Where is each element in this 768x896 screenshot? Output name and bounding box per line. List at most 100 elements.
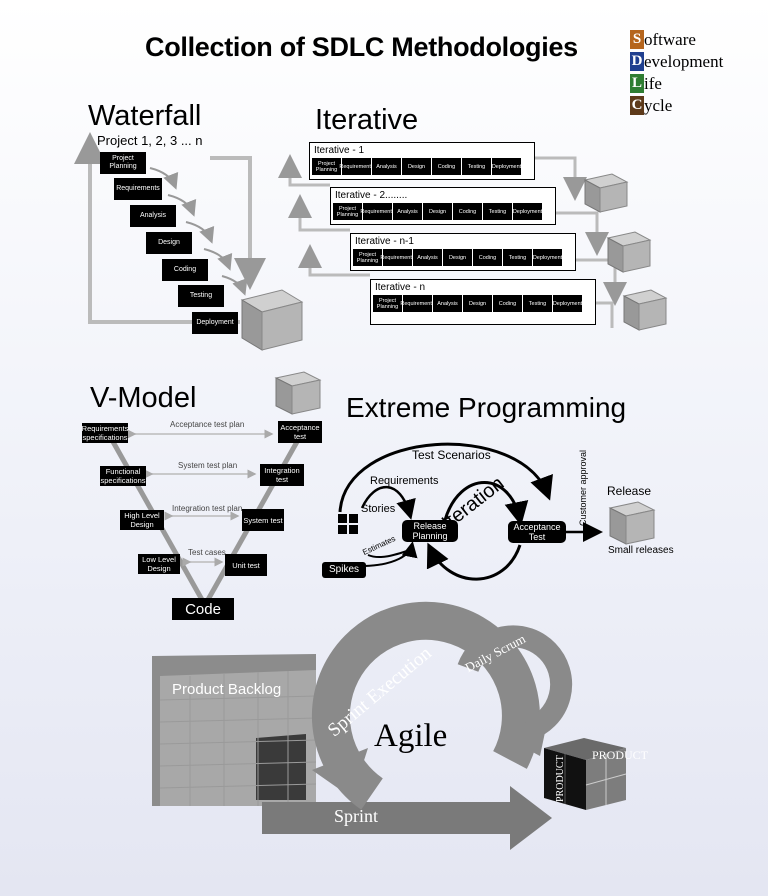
waterfall-cube-icon xyxy=(240,289,304,351)
iteration-title: Iterative - 1 xyxy=(314,145,365,156)
iterative-cube-icon xyxy=(583,173,629,213)
vmodel-code: Code xyxy=(172,598,234,620)
vmodel-left-stage: Low Level Design xyxy=(138,554,180,574)
phase-cell: Coding xyxy=(432,158,461,175)
vmodel-heading: V-Model xyxy=(90,382,197,414)
xp-heading: Extreme Programming xyxy=(346,392,627,423)
iteration-phases: Project Planning Requirements Analysis D… xyxy=(333,203,542,220)
iteration-title: Iterative - 2........ xyxy=(335,190,408,201)
xp-requirements: Requirements xyxy=(370,475,439,487)
phase-cell: Requirements xyxy=(339,158,374,175)
product-backlog-label: Product Backlog xyxy=(172,681,282,698)
phase-cell: Testing xyxy=(503,249,532,266)
iteration-box: Iterative - n Project Planning Requireme… xyxy=(370,279,596,325)
agile-label: Agile xyxy=(374,718,448,754)
vmodel-left-stage: High Level Design xyxy=(120,510,164,530)
phase-cell: Deployment xyxy=(533,249,562,266)
phase-cell: Design xyxy=(443,249,472,266)
product-label: PRODUCT xyxy=(592,748,649,762)
iteration-box: Iterative - n-1 Project Planning Require… xyxy=(350,233,576,271)
vmodel-right-stage: System test xyxy=(242,509,284,531)
waterfall-step: Design xyxy=(146,232,192,254)
waterfall-step: Analysis xyxy=(130,205,176,227)
legend-letter: C xyxy=(630,96,644,115)
iteration-title: Iterative - n xyxy=(375,282,426,293)
legend-word: evelopment xyxy=(644,52,724,71)
legend-letter: L xyxy=(630,74,644,93)
phase-cell: Analysis xyxy=(413,249,442,266)
product-side-label: PRODUCT xyxy=(555,755,566,802)
xp-spikes: Spikes xyxy=(322,562,366,578)
phase-cell: Design xyxy=(463,295,492,312)
phase-cell: Design xyxy=(402,158,431,175)
phase-cell: Requirements xyxy=(360,203,395,220)
vmodel-left-stage: Functional specifications xyxy=(100,466,146,486)
vmodel-right-stage: Integration test xyxy=(260,464,304,486)
stories-grid-icon xyxy=(338,514,358,534)
phase-cell: Testing xyxy=(462,158,491,175)
xp-release-planning: Release Planning xyxy=(402,520,458,542)
phase-cell: Analysis xyxy=(372,158,401,175)
waterfall-step: Requirements xyxy=(114,178,162,200)
legend-letter: S xyxy=(630,30,644,49)
phase-cell: Requirements xyxy=(380,249,415,266)
phase-cell: Deployment xyxy=(492,158,521,175)
legend-word: oftware xyxy=(644,30,696,49)
iteration-phases: Project Planning Requirements Analysis D… xyxy=(312,158,521,175)
vmodel-right-stage: Unit test xyxy=(225,554,267,576)
vmodel-plan-label: System test plan xyxy=(178,461,238,470)
sprint-arrow xyxy=(262,786,552,850)
waterfall-step: Deployment xyxy=(192,312,238,334)
waterfall-step: Testing xyxy=(178,285,224,307)
phase-cell: Coding xyxy=(473,249,502,266)
phase-cell: Project Planning xyxy=(312,158,341,175)
product-cube-icon xyxy=(544,738,627,810)
iteration-phases: Project Planning Requirements Analysis D… xyxy=(373,295,582,312)
xp-small-releases: Small releases xyxy=(608,545,674,556)
waterfall-step: Coding xyxy=(162,259,208,281)
vmodel-left-stage: Requirements specifications xyxy=(81,423,129,443)
product-backlog-stack xyxy=(152,654,317,806)
phase-cell: Deployment xyxy=(513,203,542,220)
phase-cell: Coding xyxy=(493,295,522,312)
xp-customer-approval: Customer approval xyxy=(578,449,588,526)
release-cube-icon xyxy=(608,501,656,545)
phase-cell: Requirements xyxy=(400,295,435,312)
iteration-title: Iterative - n-1 xyxy=(355,236,414,247)
iterative-cube-icon xyxy=(622,289,668,331)
phase-cell: Project Planning xyxy=(333,203,362,220)
vmodel-plan-label: Integration test plan xyxy=(172,504,243,513)
phase-cell: Testing xyxy=(483,203,512,220)
vmodel-plan-label: Acceptance test plan xyxy=(170,420,245,429)
phase-cell: Testing xyxy=(523,295,552,312)
waterfall-heading: Waterfall xyxy=(88,100,202,132)
xp-stories: Stories xyxy=(361,503,396,515)
iterative-heading: Iterative xyxy=(315,104,419,136)
vmodel-cube-icon xyxy=(274,371,322,415)
phase-cell: Coding xyxy=(453,203,482,220)
daily-scrum-loop xyxy=(457,625,573,741)
waterfall-subtitle: Project 1, 2, 3 ... n xyxy=(97,133,203,148)
legend-word: ife xyxy=(644,74,662,93)
iteration-box: Iterative - 1 Project Planning Requireme… xyxy=(309,142,535,180)
phase-cell: Project Planning xyxy=(353,249,382,266)
sprint-label: Sprint xyxy=(334,806,379,826)
phase-cell: Analysis xyxy=(433,295,462,312)
phase-cell: Project Planning xyxy=(373,295,402,312)
legend-letter: D xyxy=(630,52,644,71)
xp-test-scenarios: Test Scenarios xyxy=(412,448,491,462)
vmodel-right-stage: Acceptance test xyxy=(278,421,322,443)
iteration-phases: Project Planning Requirements Analysis D… xyxy=(353,249,562,266)
iterative-cube-icon xyxy=(606,231,652,273)
xp-release: Release xyxy=(607,484,652,498)
legend-row-cycle: Cycle xyxy=(630,95,672,116)
phase-cell: Analysis xyxy=(393,203,422,220)
phase-cell: Design xyxy=(423,203,452,220)
legend-row-development: Development xyxy=(630,51,723,72)
vmodel-plan-label: Test cases xyxy=(188,548,226,557)
sprint-execution-loop xyxy=(311,601,540,810)
page-title: Collection of SDLC Methodologies xyxy=(145,32,578,62)
